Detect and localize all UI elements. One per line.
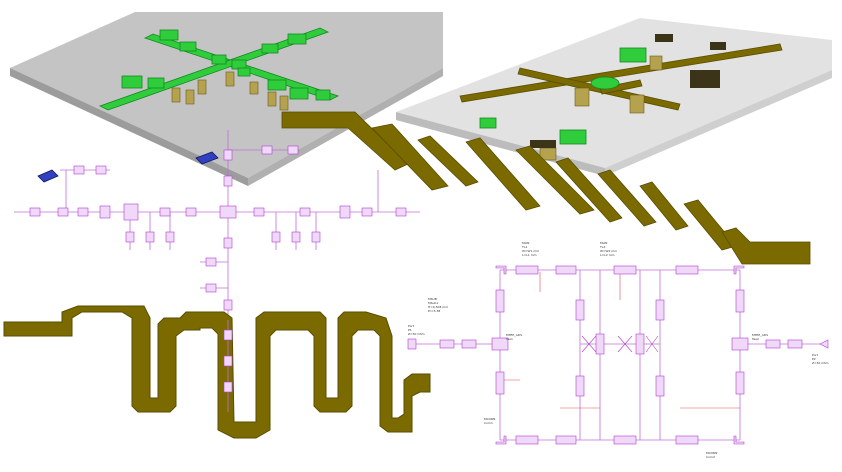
substrate-left-vias: [171, 71, 289, 111]
comp-label: W=W2 mm: [600, 249, 617, 253]
comp-label: MCORN: [706, 451, 717, 455]
strip-bend: [281, 111, 409, 171]
comp-label: MSUB: [428, 297, 437, 301]
comp-label: L=L1 mm: [522, 253, 537, 257]
port-right-line2: Z=50 Ohm: [812, 361, 829, 365]
comp-label: MLIN: [600, 241, 607, 245]
schematic-right-labels: MLIN TL1 W=W1 mm L=L1 mm MLIN TL2 W=W2 m…: [428, 241, 768, 459]
strip-5: [555, 157, 623, 223]
comp-label: TL2: [599, 245, 606, 249]
schematic-right-wires: [414, 269, 820, 441]
substrate-left-side: [10, 68, 248, 186]
strip-2: [417, 135, 479, 187]
comp-label: Corn2: [706, 455, 715, 459]
comp-label: MSub1: [428, 301, 438, 305]
substrate-right-components: [530, 34, 726, 161]
schematic-right-red-wires: [500, 272, 740, 409]
port-left: Port P1 Z=50 Ohm: [407, 324, 425, 350]
port-left-name: Port: [408, 324, 415, 328]
comp-label: W=W1 mm: [522, 249, 539, 253]
comp-label: TL1: [521, 245, 528, 249]
schematic-right-couplers: [581, 335, 659, 353]
substrate-left-components: [121, 29, 331, 101]
schematic-left-lower-chain: [223, 320, 233, 412]
port-right: Port P2 Z=50 Ohm: [812, 339, 829, 365]
comp-label: H=0.508 mm: [428, 305, 448, 309]
port-right-name: Port: [812, 353, 819, 357]
substrate-right-side-b: [605, 70, 832, 176]
substrate-3d-right: [396, 18, 832, 176]
strip-1: [371, 123, 449, 191]
schematic-right: Port P1 Z=50 Ohm Port P2 Z=50 Ohm MLIN T…: [407, 241, 829, 459]
comp-label: L=L2 mm: [600, 253, 615, 257]
meander-line-trace: [3, 305, 431, 439]
port-left-line2: Z=50 Ohm: [408, 332, 425, 336]
exploded-coupled-strips: [281, 111, 811, 265]
comp-label: MTEE_ADS: [506, 333, 522, 337]
strip-7: [639, 181, 689, 231]
port-left-line1: P1: [408, 328, 412, 332]
comp-label: Corn1: [484, 421, 493, 425]
strip-3: [465, 137, 541, 211]
substrate-right-pads: [479, 47, 647, 145]
chip-blue-left: [195, 151, 219, 165]
schematic-left-components: [29, 145, 407, 311]
port-right-line1: P2: [812, 357, 816, 361]
strip-4: [515, 145, 595, 215]
comp-label: Er=3.38: [428, 309, 440, 313]
strip-6: [597, 169, 657, 227]
comp-label: Tee1: [505, 337, 513, 341]
comp-label: MLIN: [522, 241, 529, 245]
comp-label: Tee2: [751, 337, 759, 341]
comp-label: MCORN: [484, 417, 495, 421]
schematic-right-components: [439, 265, 803, 445]
comp-label: MTEE_ADS: [752, 333, 768, 337]
substrate-left-top: [10, 12, 443, 178]
chip-blue-schematic: [37, 169, 59, 183]
strip-bend-end: [721, 227, 811, 265]
